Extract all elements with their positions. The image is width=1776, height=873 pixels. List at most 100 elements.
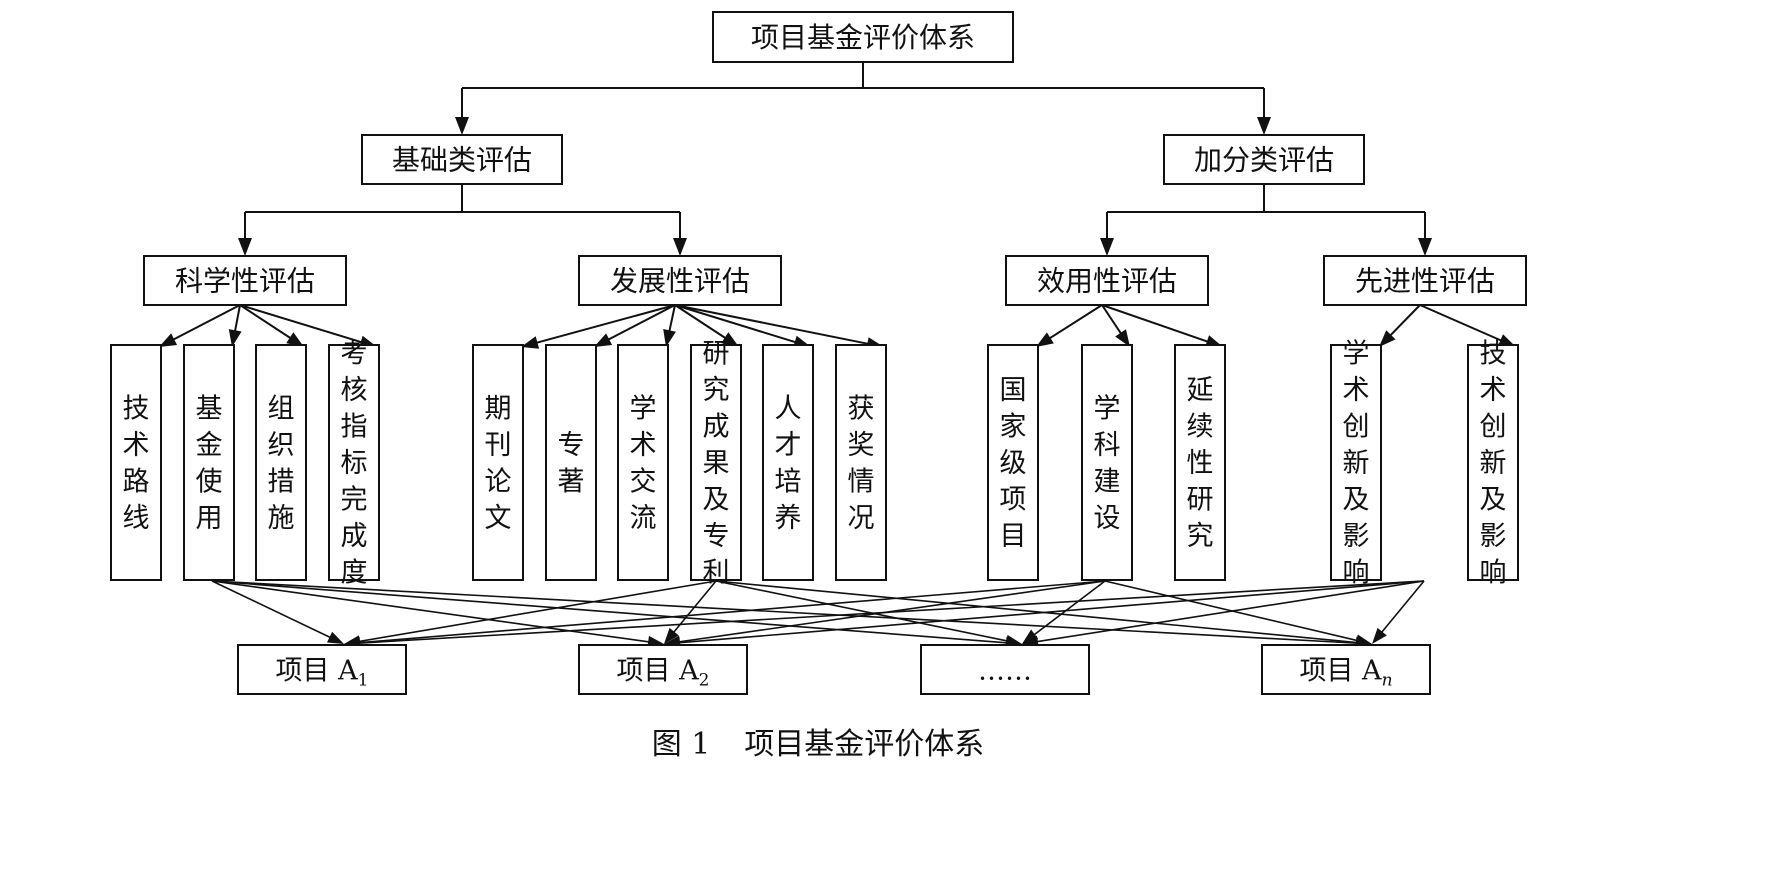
- level2-to-indicator-arrow-4: [535, 304, 676, 345]
- indicator-node-9-label: 获奖情况: [848, 393, 875, 533]
- level2-to-indicator-arrow-11: [1101, 304, 1123, 336]
- project-node-3-label: 项目 An: [1299, 656, 1392, 691]
- web-arrow-2-0: [357, 580, 1106, 644]
- web-arrow-0-3: [211, 580, 1359, 645]
- web-arrow-0-2: [211, 580, 1009, 644]
- level1-node-0-frame: [361, 134, 563, 185]
- level2-to-indicator-arrow-8: [674, 304, 797, 344]
- indicator-node-8-label: 人才培养: [775, 393, 802, 533]
- web-arrow-2-2-head: [1022, 629, 1039, 644]
- web-arrow-3-3: [1380, 580, 1425, 634]
- indicator-node-4-label: 期刊论文: [485, 393, 512, 533]
- level2-to-indicator-arrow-5: [606, 304, 676, 341]
- level1-to-level2-arrow-1-head: [673, 238, 687, 256]
- indicator-node-2-frame: [255, 344, 307, 581]
- web-arrow-3-2: [1035, 580, 1425, 643]
- indicator-node-5-label: 专著: [558, 430, 585, 498]
- project-node-2-label: ……: [978, 656, 1032, 687]
- indicator-node-3-label: 考核指标完成度: [341, 339, 368, 589]
- indicator-node-3-frame: [328, 344, 380, 581]
- web-arrow-1-1-head: [664, 627, 679, 644]
- level2-to-indicator-arrow-0-head: [159, 333, 178, 347]
- level2-to-indicator-arrow-7-head: [721, 332, 739, 347]
- level2-to-indicator-arrow-1-head: [228, 329, 242, 347]
- indicator-node-5-frame: [545, 344, 597, 581]
- indicator-node-7-label: 研究成果及专利: [703, 339, 730, 589]
- indicator-node-6-label: 学术交流: [630, 393, 657, 533]
- level2-to-indicator-arrow-7: [674, 304, 728, 340]
- level2-to-indicator-arrow-12: [1101, 304, 1210, 344]
- project-node-1-label: 项目 A2: [617, 656, 710, 691]
- indicator-node-11-frame: [1081, 344, 1133, 581]
- level2-node-0-frame: [143, 255, 347, 306]
- level1-to-level2-arrow-0-head: [238, 238, 252, 256]
- level2-to-indicator-arrow-5-head: [594, 333, 613, 347]
- web-arrow-2-2: [1032, 580, 1106, 637]
- level2-node-3-label: 先进性评估: [1355, 265, 1495, 298]
- indicator-node-0-frame: [110, 344, 162, 581]
- level2-to-indicator-arrow-13-head: [1379, 330, 1396, 347]
- indicator-node-11: 学科建设: [1081, 344, 1133, 581]
- level1-node-1: 加分类评估: [1163, 134, 1365, 185]
- project-node-0-label: 项目 A1: [276, 656, 369, 691]
- project-node-3: 项目 An: [1261, 644, 1431, 695]
- web-arrow-3-0: [357, 580, 1425, 644]
- level2-node-2-frame: [1005, 255, 1209, 306]
- indicator-node-14-frame: [1467, 344, 1519, 581]
- indicator-node-10-frame: [987, 344, 1039, 581]
- level1-to-level2-arrow-3-head: [1418, 238, 1432, 256]
- level2-to-indicator-arrow-3: [239, 304, 363, 344]
- web-arrow-3-1: [677, 580, 1425, 644]
- level1-to-level2-arrow-2-head: [1100, 238, 1114, 256]
- indicator-node-14: 技术创新及影响: [1467, 339, 1519, 589]
- project-node-3-frame: [1261, 644, 1431, 695]
- project-node-2: ……: [920, 644, 1090, 695]
- level2-to-indicator-arrow-2-head: [286, 332, 304, 347]
- level2-to-indicator-arrow-10-head: [1036, 332, 1054, 347]
- web-arrow-1-0: [357, 580, 717, 643]
- level2-node-0: 科学性评估: [143, 255, 347, 306]
- level2-to-indicator-arrow-13: [1388, 304, 1421, 337]
- level1-node-0: 基础类评估: [361, 134, 563, 185]
- indicator-node-13-label: 学术创新及影响: [1343, 339, 1370, 589]
- level2-to-indicator-arrow-10: [1048, 304, 1103, 340]
- level2-node-3-frame: [1323, 255, 1527, 306]
- indicator-node-12-label: 延续性研究: [1187, 375, 1214, 552]
- web-arrow-0-1: [211, 580, 651, 643]
- indicator-node-7: 研究成果及专利: [690, 339, 742, 589]
- level2-to-indicator-arrow-0: [171, 304, 241, 341]
- indicator-node-10-label: 国家级项目: [1000, 375, 1027, 552]
- indicator-node-1-frame: [183, 344, 235, 581]
- level2-to-indicator-arrow-11-head: [1115, 329, 1130, 347]
- indicator-node-12-frame: [1174, 344, 1226, 581]
- indicator-node-3: 考核指标完成度: [328, 339, 380, 589]
- level2-to-indicator-arrow-4-head: [521, 336, 540, 349]
- level1-node-1-label: 加分类评估: [1194, 144, 1334, 177]
- indicator-node-2-label: 组织措施: [268, 393, 295, 533]
- indicator-node-4: 期刊论文: [472, 344, 524, 581]
- indicator-node-9: 获奖情况: [835, 344, 887, 581]
- web-arrow-1-2-head: [1005, 634, 1022, 647]
- web-arrow-1-3: [715, 580, 1359, 644]
- indicator-node-1-label: 基金使用: [196, 393, 223, 533]
- indicator-node-11-label: 学科建设: [1094, 393, 1121, 533]
- project-node-1: 项目 A2: [578, 644, 748, 695]
- level2-node-3: 先进性评估: [1323, 255, 1527, 306]
- level2-to-indicator-arrow-9: [674, 304, 870, 346]
- level2-to-indicator-arrow-14-head: [1497, 334, 1516, 347]
- root-to-level1-arrow-1-head: [1257, 117, 1271, 135]
- level1-node-0-label: 基础类评估: [392, 144, 532, 177]
- indicator-node-10: 国家级项目: [987, 344, 1039, 581]
- level2-node-1-label: 发展性评估: [610, 265, 750, 298]
- level2-to-indicator-arrow-6: [668, 304, 676, 333]
- indicator-node-13: 学术创新及影响: [1330, 339, 1382, 589]
- indicator-node-7-frame: [690, 344, 742, 581]
- project-node-2-frame: [920, 644, 1090, 695]
- indicator-node-12: 延续性研究: [1174, 344, 1226, 581]
- web-arrow-0-0-head: [326, 631, 344, 644]
- indicator-node-6-frame: [617, 344, 669, 581]
- indicator-node-9-frame: [835, 344, 887, 581]
- level2-node-2-label: 效用性评估: [1037, 265, 1177, 298]
- level1-node-1-frame: [1163, 134, 1365, 185]
